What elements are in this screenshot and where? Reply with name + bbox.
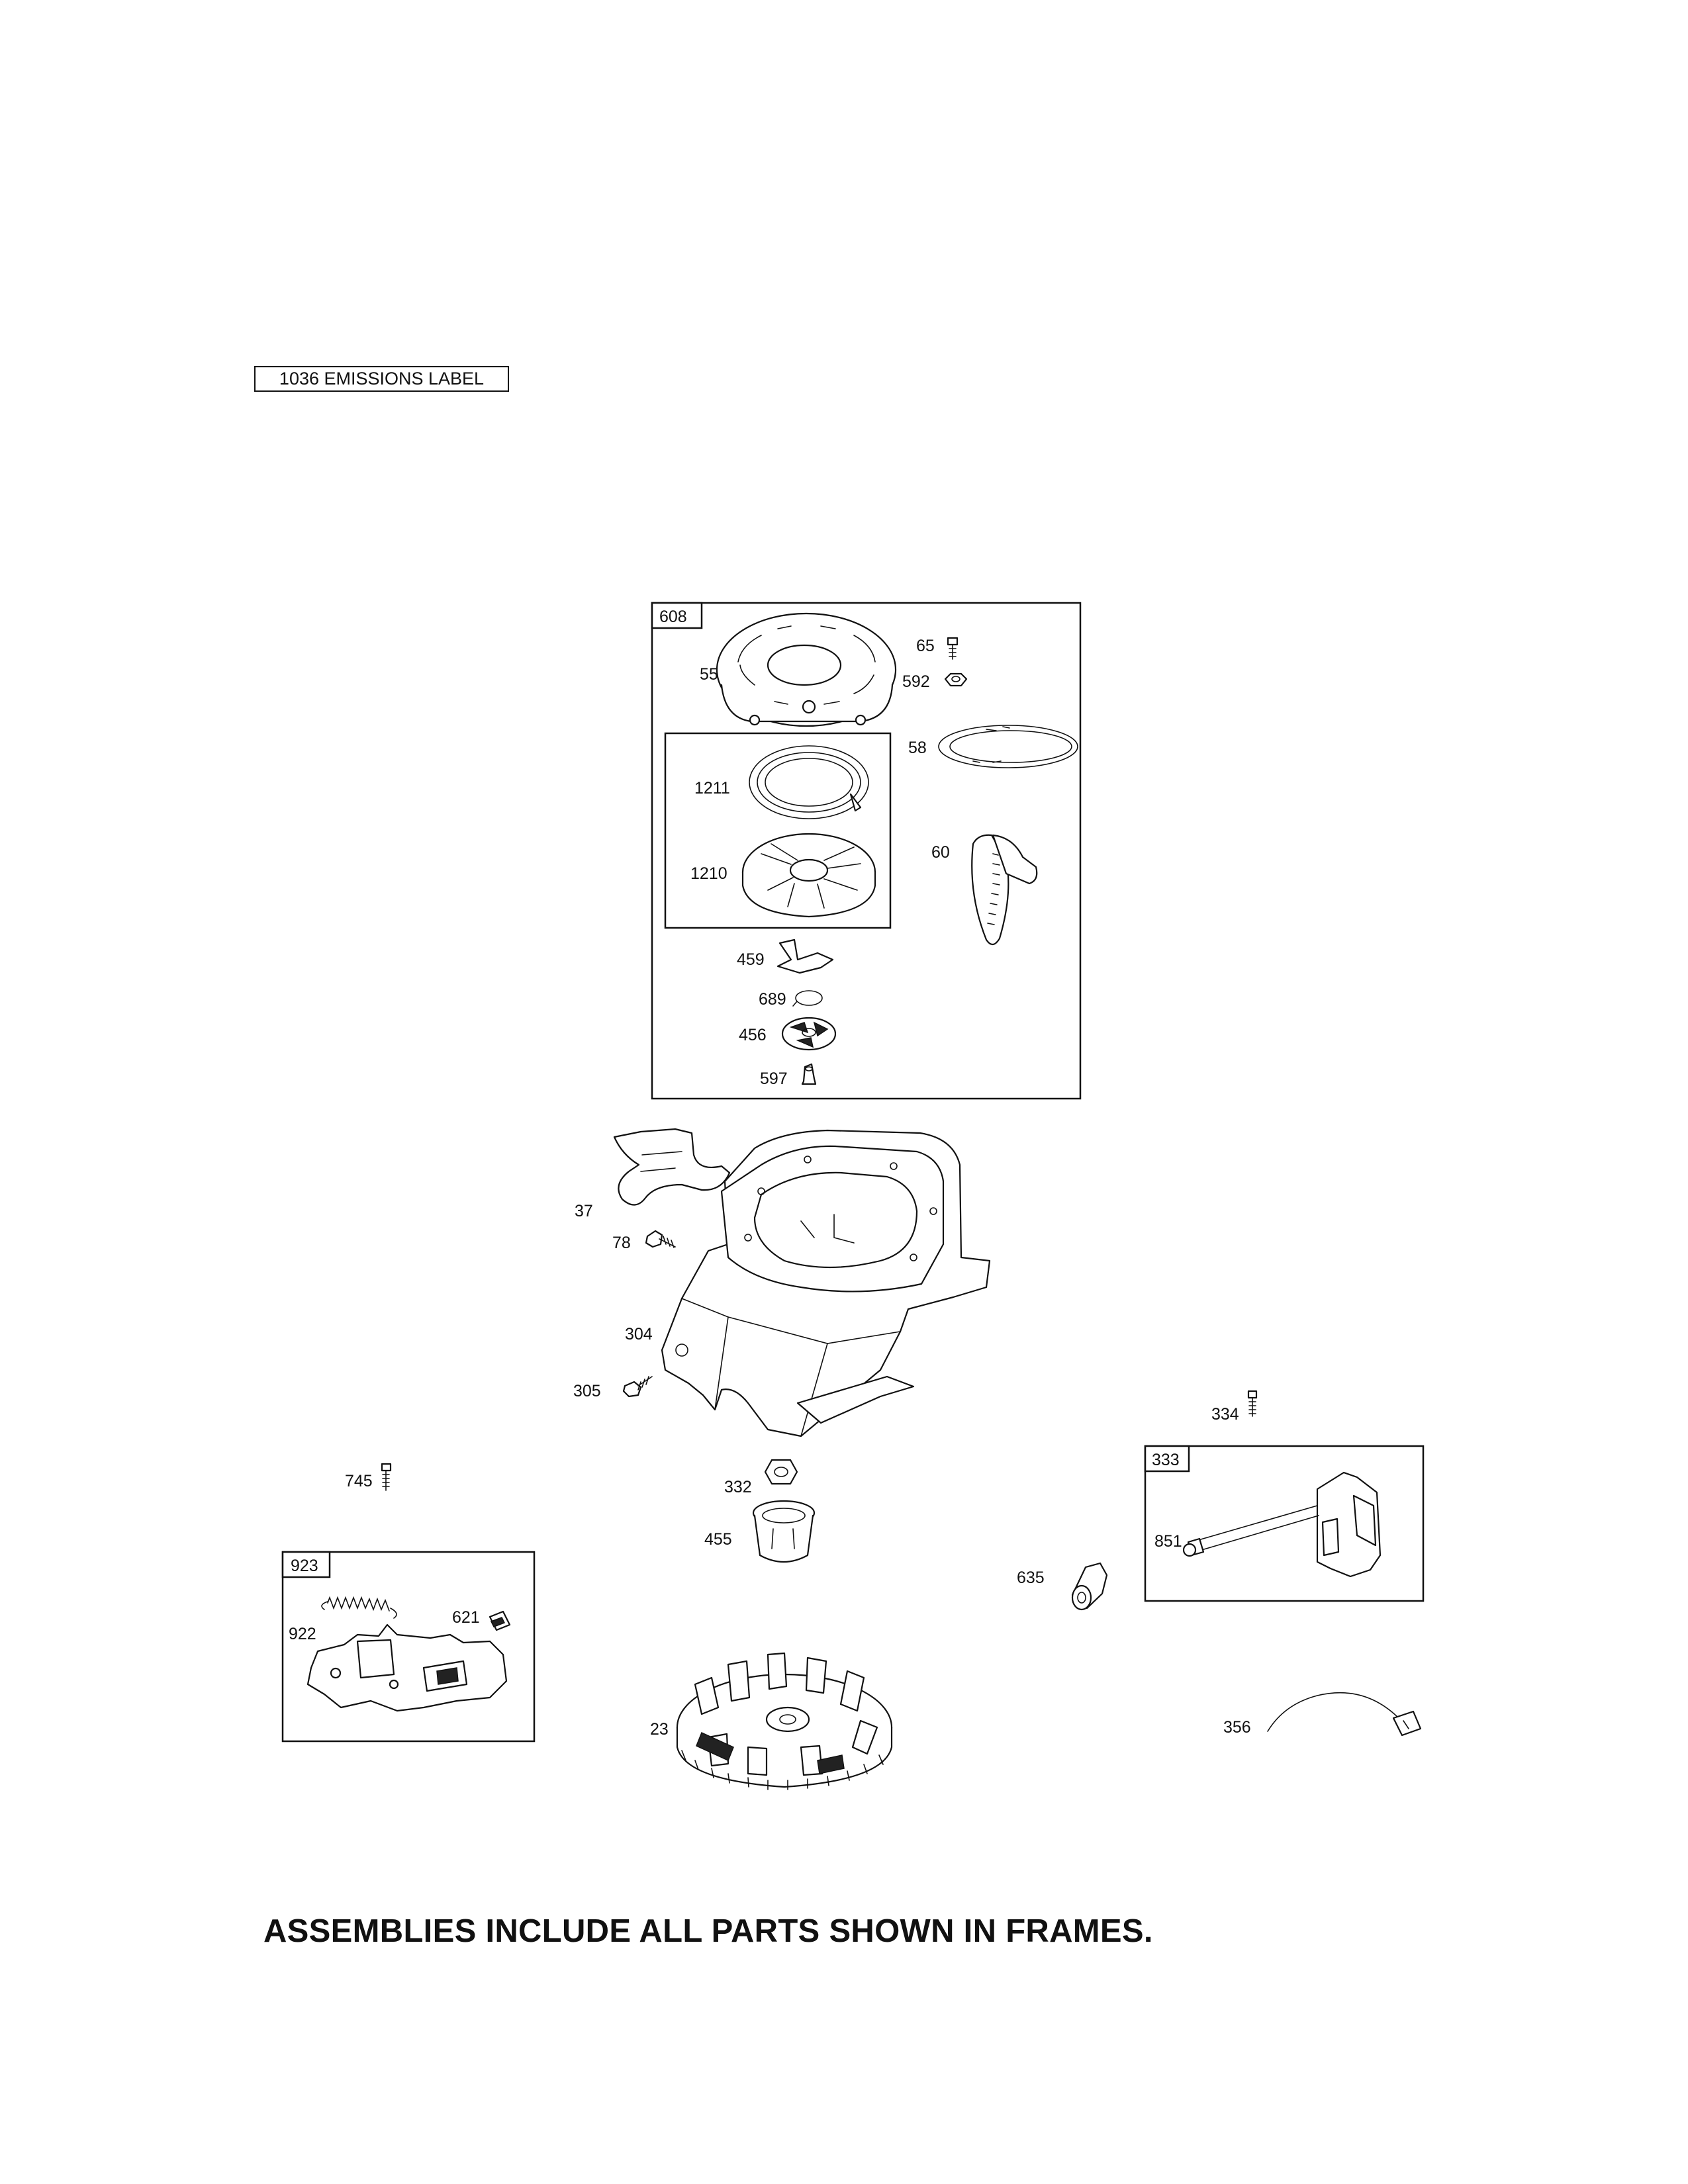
emissions-label-box: 1036 EMISSIONS LABEL <box>254 366 509 392</box>
callout-456: 456 <box>739 1026 767 1044</box>
callout-621: 621 <box>452 1608 480 1627</box>
callout-1210: 1210 <box>690 864 727 883</box>
callout-592: 592 <box>902 672 930 691</box>
housing-bolt-part <box>622 1376 653 1398</box>
pawl-retainer-part <box>781 1017 837 1051</box>
rewind-spring-part <box>749 745 869 819</box>
governor-clip-part <box>489 1610 511 1631</box>
pawl-part <box>776 938 834 974</box>
callout-597: 597 <box>760 1069 788 1088</box>
spark-plug-boot-part <box>1071 1562 1108 1611</box>
screw-part <box>947 637 959 660</box>
emissions-label-text: 1036 EMISSIONS LABEL <box>279 369 485 388</box>
callout-332: 332 <box>724 1478 752 1496</box>
starter-pulley-part <box>741 833 876 918</box>
callout-689: 689 <box>759 990 786 1009</box>
ignition-armature-part <box>1182 1471 1382 1578</box>
pulley-subassembly-frame <box>664 732 892 929</box>
callout-23: 23 <box>650 1720 669 1739</box>
starter-screw-part <box>801 1063 817 1085</box>
callout-459: 459 <box>737 950 765 969</box>
flywheel-part <box>676 1652 893 1790</box>
callout-455: 455 <box>704 1530 732 1549</box>
callout-65: 65 <box>916 637 935 655</box>
governor-assembly-frame: 923 <box>281 1551 536 1743</box>
nut-part <box>944 672 968 687</box>
callout-1211: 1211 <box>694 779 730 797</box>
frame-608-label: 608 <box>659 608 687 626</box>
callout-922: 922 <box>289 1625 316 1643</box>
assemblies-note: ASSEMBLIES INCLUDE ALL PARTS SHOWN IN FR… <box>263 1913 1153 1949</box>
starter-cup-part <box>752 1500 816 1563</box>
callout-334: 334 <box>1211 1405 1239 1424</box>
blower-bolt-part <box>645 1230 676 1248</box>
callout-745: 745 <box>345 1472 373 1490</box>
armature-screw-part <box>1247 1390 1258 1417</box>
callout-60: 60 <box>931 843 950 862</box>
ground-wire-part <box>1267 1692 1422 1737</box>
governor-bracket-part <box>306 1623 508 1712</box>
callout-78: 78 <box>612 1234 631 1252</box>
flywheel-nut-part <box>764 1459 798 1485</box>
ignition-assembly-frame: 333 <box>1144 1445 1425 1602</box>
callout-305: 305 <box>573 1382 601 1400</box>
callout-304: 304 <box>625 1325 653 1343</box>
starter-housing-part <box>716 612 897 727</box>
frame-923-label: 923 <box>291 1557 318 1575</box>
callout-37: 37 <box>575 1202 593 1220</box>
governor-screw-part <box>381 1463 392 1491</box>
callout-635: 635 <box>1017 1569 1045 1587</box>
air-guide-part <box>613 1128 731 1206</box>
callout-58: 58 <box>908 739 927 757</box>
callout-851: 851 <box>1154 1532 1182 1551</box>
starter-handle-part <box>971 834 1038 946</box>
blower-housing-part <box>661 1129 991 1437</box>
frame-333-label: 333 <box>1152 1451 1180 1469</box>
governor-spring-part <box>321 1596 397 1619</box>
starter-assembly-frame: 608 <box>651 602 1082 1100</box>
callout-55: 55 <box>700 665 718 684</box>
retainer-clip-part <box>792 990 823 1007</box>
callout-356: 356 <box>1223 1718 1251 1737</box>
starter-rope-part <box>938 725 1078 768</box>
